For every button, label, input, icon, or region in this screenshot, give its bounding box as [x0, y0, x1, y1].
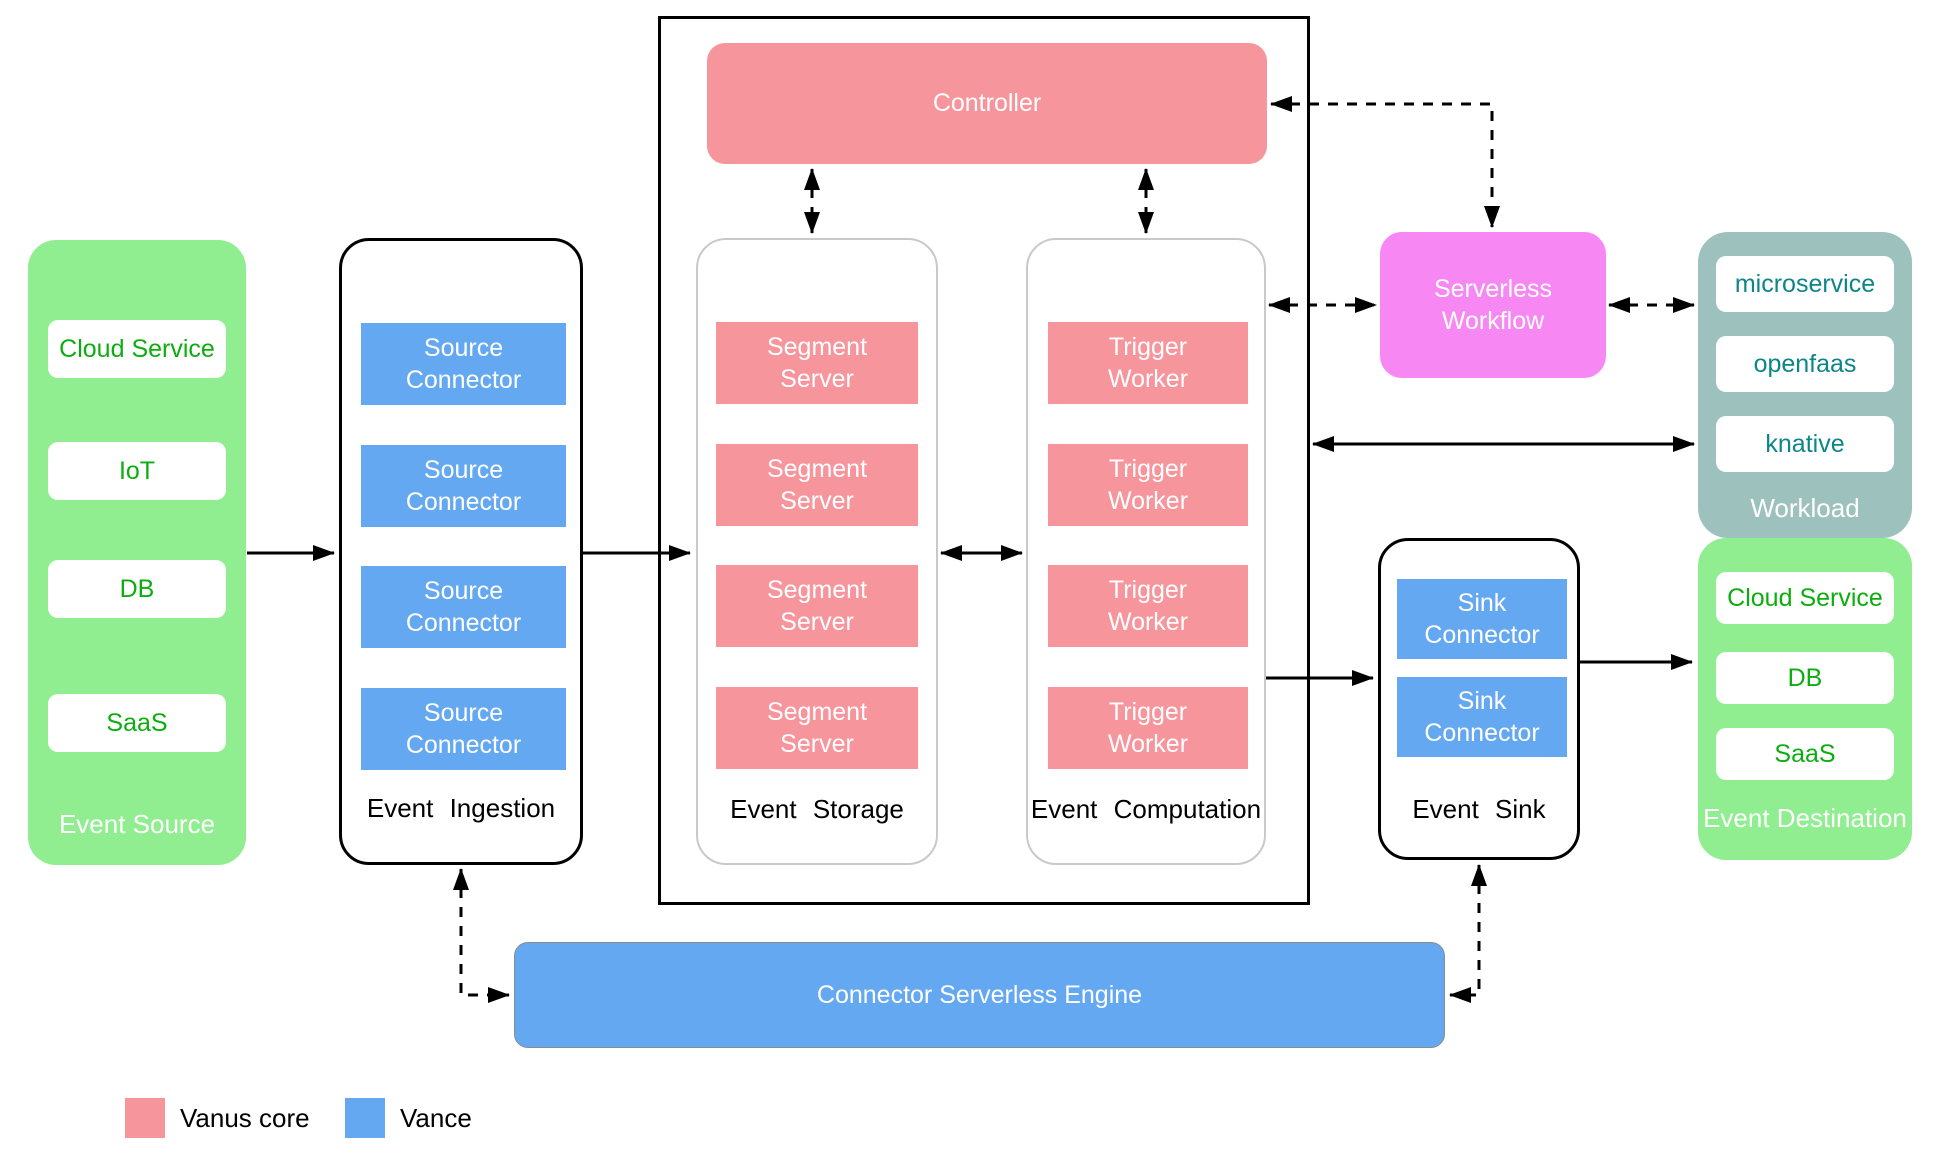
segment-server-label: Segment Server [766, 332, 868, 394]
event-source-panel: Cloud Service IoT DB SaaS Event Source [28, 240, 246, 865]
workload-item-label: openfaas [1753, 349, 1857, 378]
workload-item-label: knative [1765, 429, 1845, 458]
legend-label-vanus-core: Vanus core [180, 1103, 310, 1133]
trigger-worker-label: Trigger Worker [1107, 575, 1189, 637]
event-destination-item-label: SaaS [1774, 739, 1836, 768]
connector-serverless-engine-node: Connector Serverless Engine [514, 942, 1445, 1048]
controller-label: Controller [932, 89, 1042, 117]
segment-server-node: Segment Server [716, 444, 918, 526]
source-connector-label: Source Connector [405, 455, 522, 517]
sink-connector-node: Sink Connector [1397, 677, 1567, 757]
workload-caption: Workload [1750, 493, 1860, 523]
event-source-item-saas: SaaS [48, 694, 226, 752]
segment-server-label: Segment Server [766, 575, 868, 637]
workload-panel: microservice openfaas knative Workload [1698, 232, 1912, 538]
source-connector-node: Source Connector [361, 445, 566, 527]
source-connector-node: Source Connector [361, 566, 566, 648]
arrow-engine-ingestion-dashed [453, 868, 510, 1003]
event-destination-caption: Event Destination [1703, 803, 1907, 833]
event-source-item-db: DB [48, 560, 226, 618]
segment-server-label: Segment Server [766, 697, 868, 759]
event-sink-caption: Event Sink [1412, 794, 1546, 824]
trigger-worker-label: Trigger Worker [1107, 332, 1189, 394]
source-connector-label: Source Connector [405, 576, 522, 638]
trigger-worker-node: Trigger Worker [1048, 687, 1248, 769]
event-source-item-label: DB [119, 574, 155, 603]
trigger-worker-label: Trigger Worker [1107, 454, 1189, 516]
event-storage-caption: Event Storage [730, 794, 904, 824]
event-storage-panel: Segment Server Segment Server Segment Se… [696, 238, 938, 865]
segment-server-node: Segment Server [716, 687, 918, 769]
workload-item-openfaas: openfaas [1716, 336, 1894, 392]
event-source-item-cloud-service: Cloud Service [48, 320, 226, 378]
event-source-item-label: Cloud Service [59, 334, 215, 363]
event-destination-item-label: Cloud Service [1727, 583, 1883, 612]
sink-connector-label: Sink Connector [1424, 686, 1540, 748]
event-source-caption: Event Source [58, 809, 216, 839]
vanus-core-boundary [658, 16, 1310, 905]
event-ingestion-panel: Source Connector Source Connector Source… [339, 238, 583, 865]
source-connector-node: Source Connector [361, 323, 566, 405]
event-source-item-label: IoT [118, 456, 156, 485]
event-sink-panel: Sink Connector Sink Connector Event Sink [1378, 538, 1580, 860]
trigger-worker-node: Trigger Worker [1048, 444, 1248, 526]
segment-server-label: Segment Server [766, 454, 868, 516]
legend-swatch-vance [345, 1098, 385, 1138]
source-connector-node: Source Connector [361, 688, 566, 770]
event-source-item-label: SaaS [106, 708, 168, 737]
legend-label-vance: Vance [400, 1103, 472, 1133]
sink-connector-label: Sink Connector [1424, 588, 1540, 650]
arrow-engine-sink-dashed [1449, 864, 1487, 1003]
event-ingestion-caption: Event Ingestion [366, 793, 556, 823]
event-computation-panel: Trigger Worker Trigger Worker Trigger Wo… [1026, 238, 1266, 865]
segment-server-node: Segment Server [716, 565, 918, 647]
event-destination-item-cloud-service: Cloud Service [1716, 572, 1894, 624]
event-source-item-iot: IoT [48, 442, 226, 500]
trigger-worker-node: Trigger Worker [1048, 565, 1248, 647]
workload-item-microservice: microservice [1716, 256, 1894, 312]
trigger-worker-label: Trigger Worker [1107, 697, 1189, 759]
source-connector-label: Source Connector [405, 333, 522, 395]
trigger-worker-node: Trigger Worker [1048, 322, 1248, 404]
controller-node: Controller [707, 43, 1267, 164]
event-destination-item-saas: SaaS [1716, 728, 1894, 780]
source-connector-label: Source Connector [405, 698, 522, 760]
connector-serverless-engine-label: Connector Serverless Engine [816, 980, 1143, 1009]
sink-connector-node: Sink Connector [1397, 579, 1567, 659]
segment-server-node: Segment Server [716, 322, 918, 404]
event-destination-item-label: DB [1787, 663, 1823, 692]
workload-item-label: microservice [1734, 269, 1876, 298]
event-destination-item-db: DB [1716, 652, 1894, 704]
workload-item-knative: knative [1716, 416, 1894, 472]
serverless-workflow-label: Serverless Workflow [1433, 274, 1553, 336]
legend-swatch-vanus-core [125, 1098, 165, 1138]
event-destination-panel: Cloud Service DB SaaS Event Destination [1698, 538, 1912, 860]
event-computation-caption: Event Computation [1030, 794, 1262, 824]
serverless-workflow-node: Serverless Workflow [1380, 232, 1606, 378]
